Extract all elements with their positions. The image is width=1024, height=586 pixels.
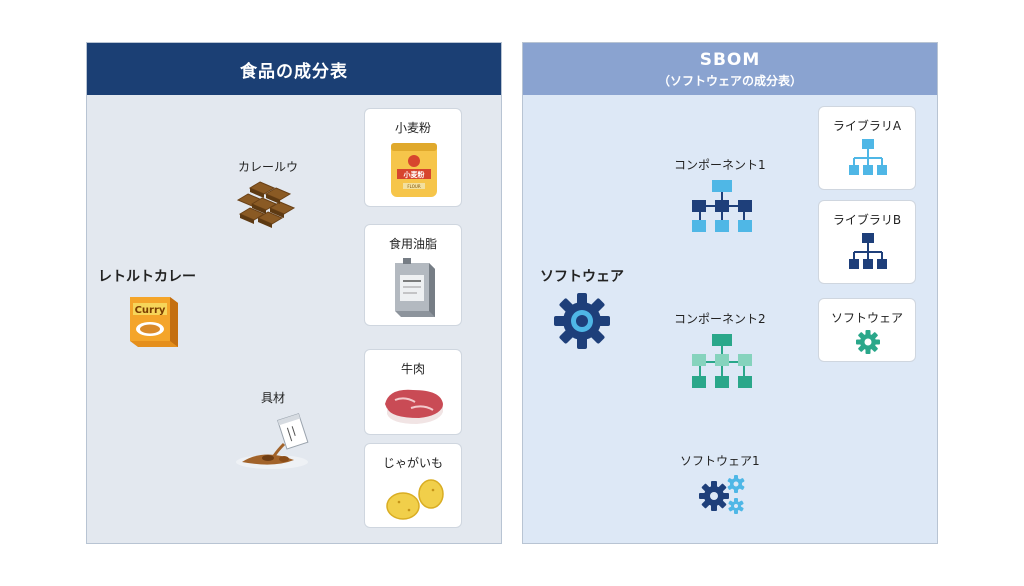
oil-can-icon [395, 258, 435, 317]
library-a-label: ライブラリA [832, 119, 902, 133]
software-gear-icon [554, 293, 610, 349]
software-card-label: ソフトウェア [830, 311, 903, 325]
food-panel-header: 食品の成分表 [87, 43, 501, 95]
software1-label: ソフトウェア1 [680, 454, 760, 468]
retort-curry-label: レトルトカレー [98, 269, 196, 285]
flour-bag-subtext: FLOUR [407, 184, 420, 189]
component1-label: コンポーネント1 [674, 158, 766, 172]
sbom-panel-subtitle: （ソフトウェアの成分表） [657, 73, 802, 88]
beef-card: 牛肉 [364, 349, 462, 435]
library-a-card: ライブラリA [818, 106, 916, 190]
ingredients-pouch-icon [236, 413, 309, 469]
ingredients-label: 具材 [261, 391, 286, 405]
potato-icon [386, 479, 444, 520]
component2-tree-icon [692, 334, 752, 388]
beef-label: 牛肉 [400, 362, 425, 376]
library-b-card: ライブラリB [818, 200, 916, 284]
flour-label: 小麦粉 [394, 121, 431, 135]
library-b-tree-icon [849, 233, 887, 269]
potato-label: じゃがいも [382, 456, 443, 470]
software-card: ソフトウェア [818, 298, 916, 362]
curry-roux-icon [236, 181, 296, 228]
flour-bag-text: 小麦粉 [403, 170, 425, 179]
software-card-gear-icon [856, 330, 880, 354]
cooking-oil-card: 食用油脂 [364, 224, 462, 326]
potato-card: じゃがいも [364, 443, 462, 528]
flour-card: 小麦粉 小麦粉 FLOUR [364, 108, 462, 207]
sbom-panel-title: SBOM [699, 49, 761, 70]
component2-label: コンポーネント2 [674, 312, 766, 326]
sbom-panel-header: SBOM （ソフトウェアの成分表） [523, 43, 937, 95]
beef-icon [385, 389, 443, 424]
flour-bag-icon: 小麦粉 FLOUR [391, 143, 437, 197]
food-panel-title: 食品の成分表 [240, 61, 348, 82]
component1-tree-icon [692, 180, 752, 232]
software1-gears-icon [699, 475, 745, 514]
software-root-label: ソフトウェア [540, 269, 624, 285]
curry-roux-label: カレールウ [238, 160, 299, 174]
cooking-oil-label: 食用油脂 [388, 237, 437, 251]
library-b-label: ライブラリB [832, 213, 902, 227]
curry-box-text: Curry [135, 305, 166, 316]
curry-box-icon: Curry [130, 297, 178, 347]
library-a-tree-icon [849, 139, 887, 175]
